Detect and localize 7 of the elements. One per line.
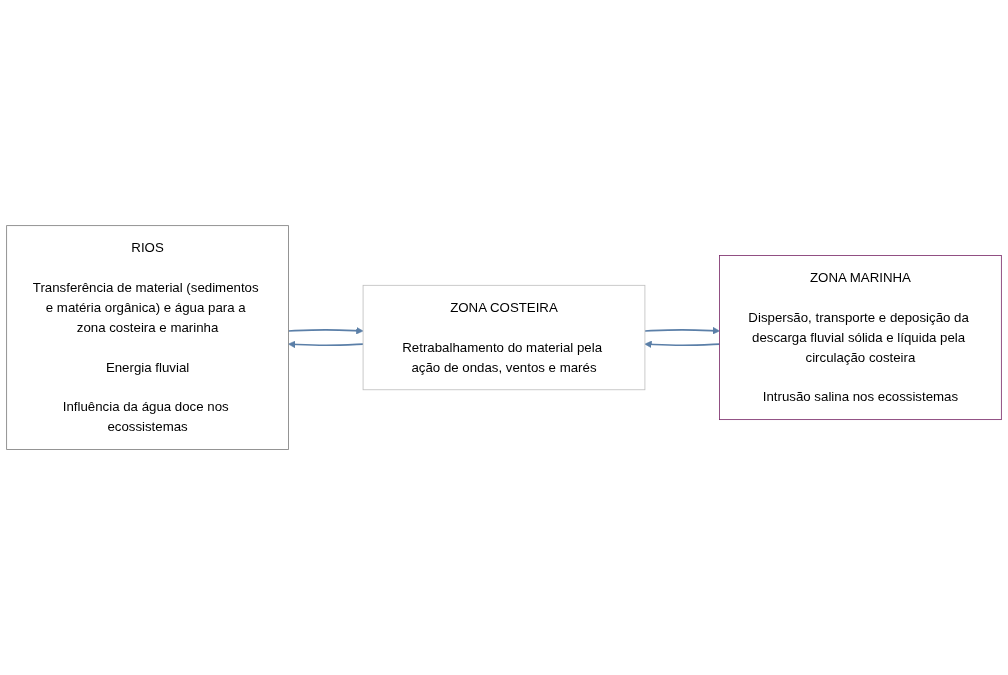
node-box: RIOS Transferência de material (sedimentos e matéria orgânica) e água para a zona costeira e marinha Energia fluvial Influência da água doce nos ecossistemas xyxy=(6,225,289,450)
arrow xyxy=(644,327,720,335)
arrow xyxy=(288,340,364,348)
arrow xyxy=(287,327,364,335)
node-box: ZONA MARINHA Dispersão, transporte e deposição da descarga fluvial sólida e líquida pela circulação costeira Intrusão salina nos ecossistemas xyxy=(719,255,1002,420)
node-box: ZONA COSTEIRA Retrabalhamento do material pela ação de ondas, ventos e marés xyxy=(362,284,646,391)
arrow xyxy=(644,340,721,348)
